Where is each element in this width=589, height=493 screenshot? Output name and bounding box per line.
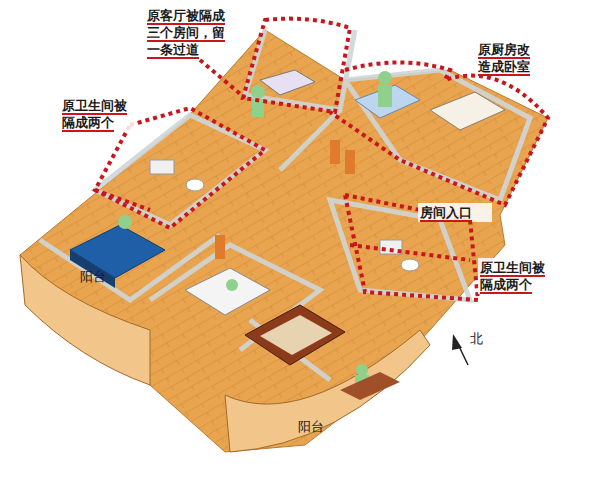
callout-text: 原厨房改造成卧室: [476, 40, 538, 76]
callout-text: 房间入口: [418, 203, 492, 222]
area-label: 阳台: [80, 268, 120, 285]
callout-text: 原卫生间被隔成两个: [60, 96, 136, 132]
area-label: 北: [470, 330, 490, 347]
callout-text: 原客厅被隔成三个房间，留一条过道: [145, 6, 233, 59]
north-arrow: [452, 334, 468, 365]
callout-text: 原卫生间被隔成两个: [478, 258, 554, 294]
area-label: 阳台: [298, 418, 338, 435]
